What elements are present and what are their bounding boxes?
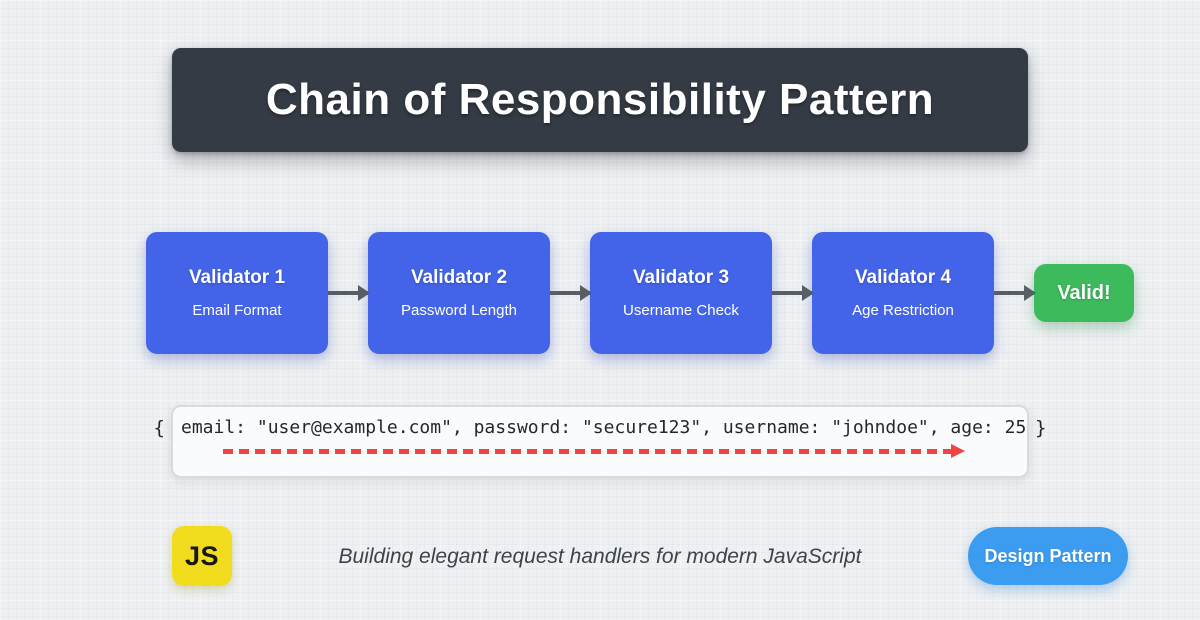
valid-result-node: Valid! bbox=[1034, 264, 1134, 322]
design-pattern-button[interactable]: Design Pattern bbox=[968, 527, 1128, 585]
validator-subtitle: Password Length bbox=[401, 302, 517, 319]
page-title: Chain of Responsibility Pattern bbox=[265, 75, 935, 124]
design-pattern-button-label: Design Pattern bbox=[984, 545, 1112, 566]
open-brace: { bbox=[153, 417, 165, 439]
validator-title: Validator 3 bbox=[632, 267, 730, 288]
validator-subtitle: Email Format bbox=[192, 302, 282, 319]
validator-node-2: Validator 2 Password Length bbox=[368, 232, 550, 354]
validator-subtitle: Age Restriction bbox=[852, 302, 954, 319]
right-arrow-icon bbox=[994, 285, 1036, 301]
validator-title: Validator 4 bbox=[854, 267, 952, 288]
validator-node-1: Validator 1 Email Format bbox=[146, 232, 328, 354]
request-payload-code: email: "user@example.com", password: "se… bbox=[181, 417, 1027, 438]
validator-title: Validator 1 bbox=[188, 267, 286, 288]
javascript-logo-label: JS bbox=[184, 540, 220, 571]
javascript-logo: JS bbox=[172, 526, 232, 586]
title-banner: Chain of Responsibility Pattern bbox=[172, 48, 1028, 152]
validator-chain: Validator 1 Email Format Validator 2 Pas… bbox=[146, 232, 1134, 354]
tagline: Building elegant request handlers for mo… bbox=[338, 545, 862, 568]
request-flow-dashed-arrow-icon bbox=[223, 444, 965, 458]
validator-node-4: Validator 4 Age Restriction bbox=[812, 232, 994, 354]
valid-result-label: Valid! bbox=[1057, 281, 1111, 304]
validator-node-3: Validator 3 Username Check bbox=[590, 232, 772, 354]
request-payload-row: { email: "user@example.com", password: "… bbox=[0, 405, 1200, 478]
close-brace: } bbox=[1035, 417, 1047, 439]
right-arrow-icon bbox=[772, 285, 814, 301]
right-arrow-icon bbox=[550, 285, 592, 301]
validator-subtitle: Username Check bbox=[623, 302, 739, 319]
request-payload-box: email: "user@example.com", password: "se… bbox=[171, 405, 1029, 478]
right-arrow-icon bbox=[328, 285, 370, 301]
validator-title: Validator 2 bbox=[410, 267, 508, 288]
